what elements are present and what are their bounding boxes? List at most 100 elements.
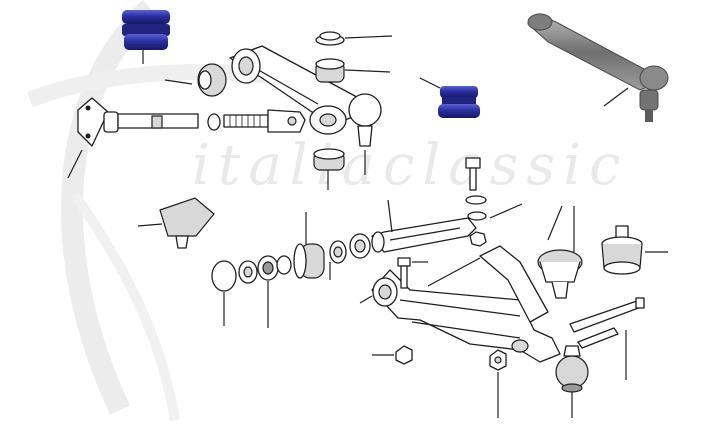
ball-joint[interactable]	[555, 345, 589, 418]
ball-joint-upper-stud	[357, 125, 373, 147]
bush-upper	[122, 10, 170, 24]
photo-arm-stud	[645, 110, 653, 122]
shaft-long	[569, 299, 645, 333]
watermark: italiaclassic	[26, 0, 628, 421]
rod-fork	[267, 109, 306, 133]
rubber-mount[interactable]	[601, 225, 668, 275]
leader-line	[67, 149, 83, 179]
arm-bush-left[interactable]	[164, 63, 227, 97]
watermark-swoosh-inner	[70, 192, 180, 421]
leader-line	[387, 199, 393, 233]
watermark-swoosh	[61, 0, 158, 415]
washer-stack[interactable]	[211, 255, 292, 328]
trunnion-rod[interactable]	[67, 97, 306, 179]
spring-cup[interactable]	[537, 205, 583, 299]
dust-cap	[211, 260, 237, 292]
tie-rod-rib	[389, 227, 461, 241]
stop-body	[159, 197, 215, 237]
tie-rod-eye-hole	[354, 239, 366, 253]
rod-washer	[207, 113, 221, 131]
bottom-nut[interactable]	[489, 349, 507, 418]
stop-stem	[175, 235, 189, 249]
leader-line	[359, 295, 373, 304]
photo-arm[interactable]	[527, 13, 669, 122]
cup-stem	[551, 281, 569, 299]
shaft-short	[577, 327, 619, 349]
bolt-shank	[469, 167, 477, 191]
wishbone-rib-lower	[411, 321, 521, 339]
rod-thread	[223, 114, 269, 128]
bump-stop[interactable]	[137, 197, 215, 249]
watermark-text: italiaclassic	[192, 133, 628, 198]
photo-arm-boot	[639, 89, 659, 111]
leader-line	[547, 205, 563, 241]
flange-hole	[85, 133, 91, 139]
bush-bottom	[438, 104, 480, 118]
washer-a-hole	[243, 266, 253, 278]
rod-collar	[151, 115, 163, 129]
washer-inner	[319, 31, 341, 41]
leader-line	[603, 87, 629, 107]
leader-line	[344, 35, 393, 39]
bush-top	[440, 86, 478, 98]
bush-lower	[122, 24, 170, 36]
bush-mid	[442, 97, 476, 105]
wishbone-strut	[479, 245, 549, 323]
leader-line	[164, 79, 193, 85]
leader-line	[427, 257, 481, 287]
bolt-assembly[interactable]	[465, 157, 523, 247]
photo-arm-head	[639, 65, 669, 91]
lower-wishbone[interactable]	[359, 245, 561, 363]
bush-rubber-top	[313, 148, 345, 160]
wishbone-rib	[399, 299, 521, 317]
leader-line	[137, 223, 163, 227]
tie-rod-arm[interactable]	[349, 199, 477, 259]
blue-bush-pair[interactable]	[122, 10, 170, 64]
rod-flange	[77, 97, 109, 147]
tie-rod-collar	[371, 231, 385, 253]
leader-line	[344, 69, 391, 73]
washer-b-hole	[262, 261, 274, 275]
bush-under-arm[interactable]	[313, 148, 345, 190]
rod-boot	[103, 111, 119, 133]
arm-eye-left-hole	[238, 56, 254, 76]
arm-eye-right-hole	[319, 113, 337, 127]
upper-arm[interactable]	[229, 45, 382, 175]
bolt-head	[465, 157, 481, 169]
bolt-shank	[400, 265, 408, 289]
blue-bush-single[interactable]	[419, 77, 480, 118]
bush-face	[293, 243, 307, 279]
bush-base	[124, 34, 168, 50]
fork-hole	[287, 116, 297, 126]
ball-joint-stud	[563, 345, 581, 357]
leader-line	[489, 203, 523, 219]
leader-line	[419, 77, 441, 89]
wishbone-eye-left-hole	[378, 284, 392, 300]
washer	[467, 211, 487, 221]
cup-body	[539, 261, 581, 283]
washer	[465, 195, 487, 205]
small-bolt[interactable]	[397, 257, 428, 289]
bush-rubber-top	[315, 58, 345, 70]
bolt-head	[397, 257, 411, 267]
bush-face	[198, 70, 212, 90]
photo-arm-eye	[527, 13, 553, 31]
bush-stack-top[interactable]	[315, 31, 393, 83]
lower-nut[interactable]	[372, 345, 413, 365]
bush-washer-hole	[333, 246, 343, 258]
ball-joint-upper	[348, 93, 382, 127]
pivot-shaft[interactable]	[569, 297, 645, 380]
nut-hole	[494, 356, 502, 364]
ball-joint-boot	[561, 383, 583, 393]
wishbone-body	[371, 269, 561, 363]
tie-rod-body	[371, 217, 477, 253]
shaft-end	[635, 297, 645, 309]
washer-c	[276, 255, 292, 275]
pivot-bush[interactable]	[293, 212, 347, 280]
nut	[469, 231, 487, 247]
wishbone-eye-right	[511, 339, 529, 353]
mount-bottom	[603, 261, 641, 275]
nut	[395, 345, 413, 365]
